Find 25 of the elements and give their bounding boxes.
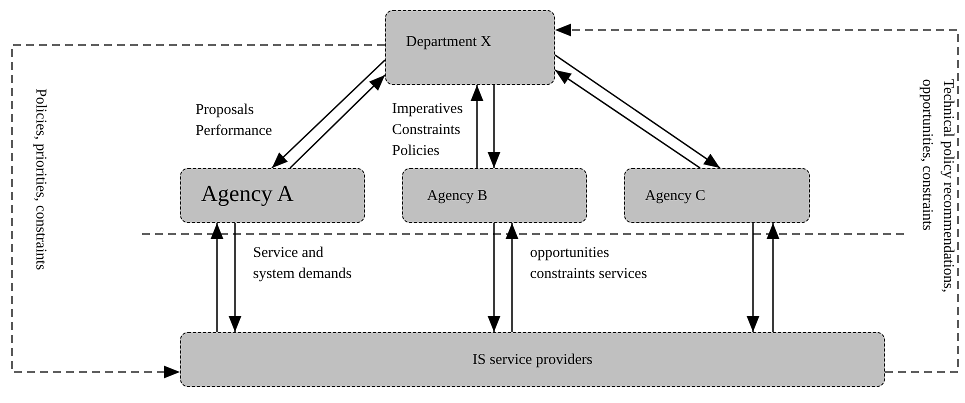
edge-label: Imperatives Constraints Policies xyxy=(392,100,464,160)
arrow xyxy=(488,85,500,168)
edge-label: Technical policy recommendations, opportunities, constraints xyxy=(918,79,957,294)
arrow xyxy=(506,223,518,332)
dashed-arrow xyxy=(11,44,385,378)
rounded-box: Agency B xyxy=(402,168,587,223)
arrow xyxy=(228,223,242,332)
rounded-box: Agency A xyxy=(180,168,365,223)
arrow xyxy=(470,85,484,168)
dashed-arrow xyxy=(555,24,959,373)
arrow xyxy=(554,69,700,169)
rounded-box: Agency C xyxy=(624,168,810,223)
arrow xyxy=(766,223,780,332)
edge-label: Service and system demands xyxy=(253,244,353,284)
arrow xyxy=(488,223,500,332)
arrow xyxy=(210,223,224,332)
rounded-box: IS service providers xyxy=(180,332,885,387)
arrow xyxy=(554,54,720,169)
edge-label: Proposals Performance xyxy=(195,101,274,141)
edge-label: Policies, priorities, constraints xyxy=(32,88,50,272)
arrow xyxy=(290,74,386,169)
rounded-box: Department X xyxy=(385,10,555,85)
arrow xyxy=(271,59,386,169)
arrow xyxy=(746,223,760,332)
edge-label: opportunities constraints services xyxy=(530,244,648,284)
